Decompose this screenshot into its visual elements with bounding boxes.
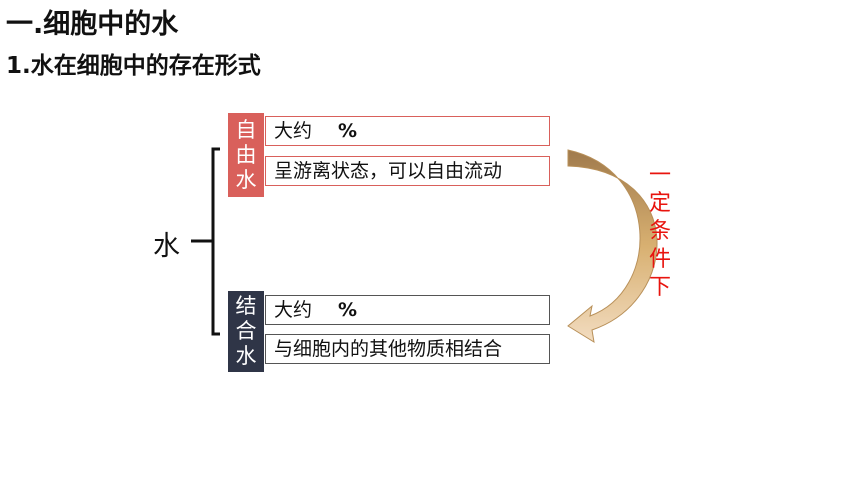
conversion-note-char: 下 bbox=[648, 275, 671, 300]
free-water-description: 呈游离状态，可以自由流动 bbox=[265, 156, 550, 186]
conversion-note-char: 定 bbox=[648, 191, 671, 216]
bound-water-description: 与细胞内的其他物质相结合 bbox=[265, 334, 550, 364]
conversion-note: 一 定 条 件 下 bbox=[646, 162, 674, 302]
curved-arrow bbox=[567, 149, 658, 344]
bound-water-amount-box: 大约% bbox=[265, 295, 550, 325]
free-water-amount-suffix: % bbox=[338, 120, 358, 142]
free-water-label: 自 由 水 bbox=[228, 113, 264, 197]
conversion-note-char: 件 bbox=[648, 247, 671, 272]
brace bbox=[211, 147, 220, 336]
free-water-amount-box: 大约% bbox=[265, 116, 550, 146]
bound-water-label: 结 合 水 bbox=[228, 291, 264, 372]
free-water-amount-prefix: 大约 bbox=[274, 120, 313, 142]
bound-water-label-char: 结 bbox=[235, 294, 257, 318]
conversion-note-char: 条 bbox=[648, 219, 671, 244]
free-water-label-char: 水 bbox=[235, 167, 257, 192]
bound-water-amount-prefix: 大约 bbox=[274, 299, 313, 321]
root-label: 水 bbox=[153, 231, 180, 262]
bound-water-amount-suffix: % bbox=[338, 299, 358, 321]
free-water-label-char: 自 bbox=[235, 117, 257, 142]
conversion-note-char: 一 bbox=[648, 163, 671, 188]
section-subtitle: 1.水在细胞中的存在形式 bbox=[6, 53, 261, 79]
page-title: 一.细胞中的水 bbox=[6, 9, 179, 40]
bound-water-label-char: 合 bbox=[235, 319, 257, 343]
bound-water-label-char: 水 bbox=[235, 344, 257, 368]
free-water-label-char: 由 bbox=[235, 142, 257, 167]
